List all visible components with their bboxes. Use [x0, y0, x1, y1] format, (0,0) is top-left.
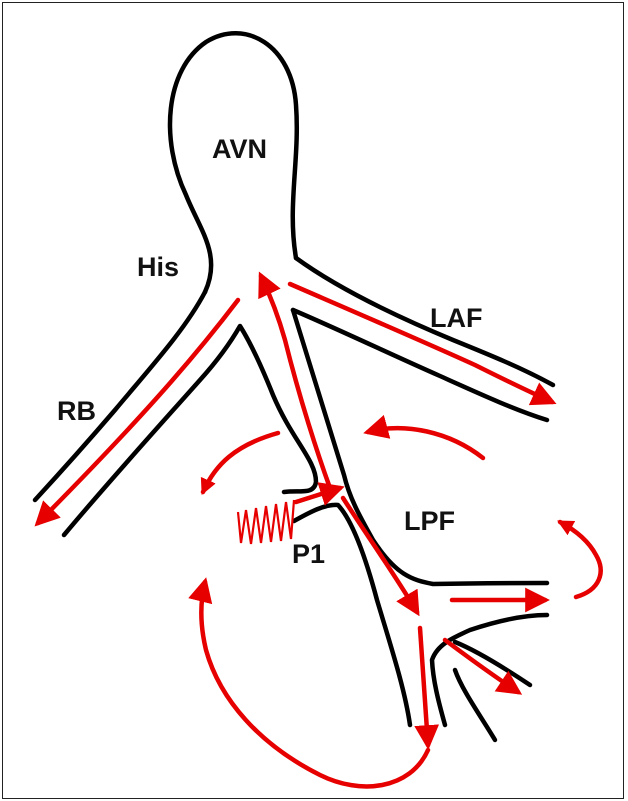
label-lpf: LPF	[404, 506, 455, 536]
lpf-retrograde-arrow	[261, 276, 330, 488]
label-rb: RB	[57, 396, 96, 426]
label-laf: LAF	[430, 303, 482, 333]
p1-curved-arrow	[203, 433, 278, 492]
lpf-left-edge	[293, 310, 547, 584]
bottom-loop-arrow	[201, 582, 428, 786]
branch-down-arrow	[420, 628, 428, 745]
laf-upper-edge	[296, 258, 553, 385]
label-his: His	[137, 252, 179, 282]
laf-return-arrow	[368, 428, 483, 458]
branch-down-right-arrow	[445, 640, 518, 692]
posterior-branch-edge-3	[455, 642, 530, 685]
right-loop-arrow	[560, 522, 601, 597]
posterior-branch-edge-2	[455, 670, 495, 740]
p1-zigzag	[238, 500, 294, 544]
label-avn: AVN	[212, 134, 267, 164]
p1-lower-edge	[294, 505, 410, 725]
laf-impulse-arrow	[290, 284, 552, 402]
label-p1: P1	[292, 539, 325, 569]
